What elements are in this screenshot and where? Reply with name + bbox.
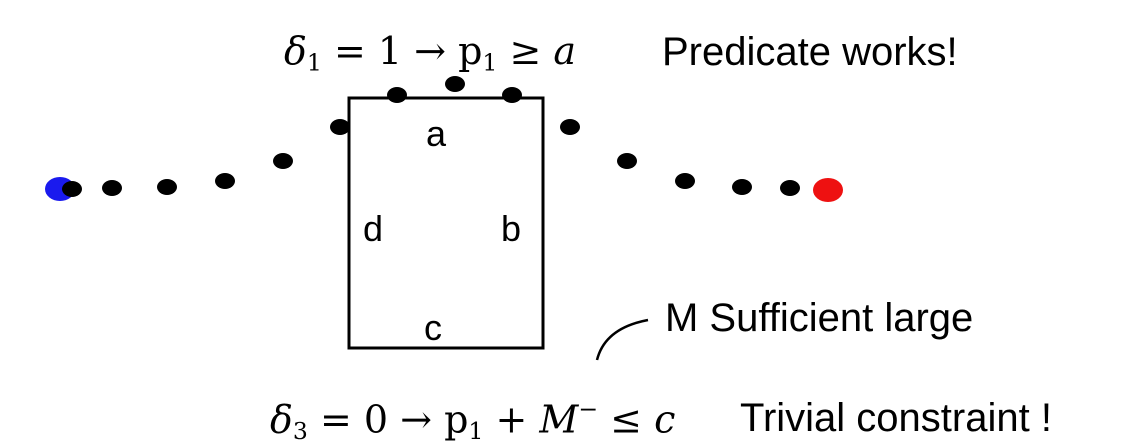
delta-symbol: δ	[270, 397, 293, 442]
path-point	[617, 153, 637, 169]
path-point	[102, 180, 122, 196]
path-point	[675, 173, 695, 189]
rhs-symbol: a	[553, 29, 577, 73]
path-point	[560, 119, 580, 135]
relation-symbol: ≤	[610, 397, 643, 442]
plus-symbol: +	[495, 397, 528, 442]
top-formula: δ1 = 1 → p1 ≥ a	[284, 32, 576, 75]
box-label-bottom: c	[424, 307, 442, 348]
path-point	[157, 179, 177, 195]
delta-subscript: 3	[292, 416, 308, 445]
path-point	[502, 87, 522, 103]
note-leader-line	[595, 318, 649, 361]
p-symbol: p	[444, 397, 469, 442]
constraint-box	[347, 96, 545, 350]
path-point	[273, 153, 293, 169]
bottom-annotation-text: Trivial constraint !	[740, 396, 1052, 440]
path-point	[732, 179, 752, 195]
box-label-top: a	[426, 113, 447, 154]
equals-implies: = 0 →	[319, 397, 432, 442]
p-subscript: 1	[468, 416, 484, 445]
path-point	[387, 87, 407, 103]
p-subscript: 1	[482, 48, 498, 77]
bottom-formula: δ3 = 0 → p1 + M− ≤ c	[270, 395, 676, 445]
m-symbol: M	[539, 397, 579, 442]
delta-symbol: δ	[284, 29, 307, 73]
path-point	[445, 76, 465, 92]
path-point	[330, 119, 350, 135]
equals-implies: = 1 →	[333, 29, 446, 73]
relation-symbol: ≥	[509, 29, 542, 73]
delta-subscript: 1	[306, 48, 322, 77]
end-point	[813, 178, 843, 202]
m-superscript: −	[578, 395, 599, 423]
box-label-left: d	[363, 208, 384, 249]
note-text: M Sufficient large	[665, 296, 974, 340]
top-annotation-text: Predicate works!	[662, 30, 958, 74]
box-label-right: b	[501, 208, 522, 249]
path-point	[780, 180, 800, 196]
path-point	[215, 173, 235, 189]
p-symbol: p	[458, 29, 483, 73]
path-points	[62, 76, 800, 197]
rhs-symbol: c	[654, 397, 676, 442]
path-point	[62, 181, 82, 197]
